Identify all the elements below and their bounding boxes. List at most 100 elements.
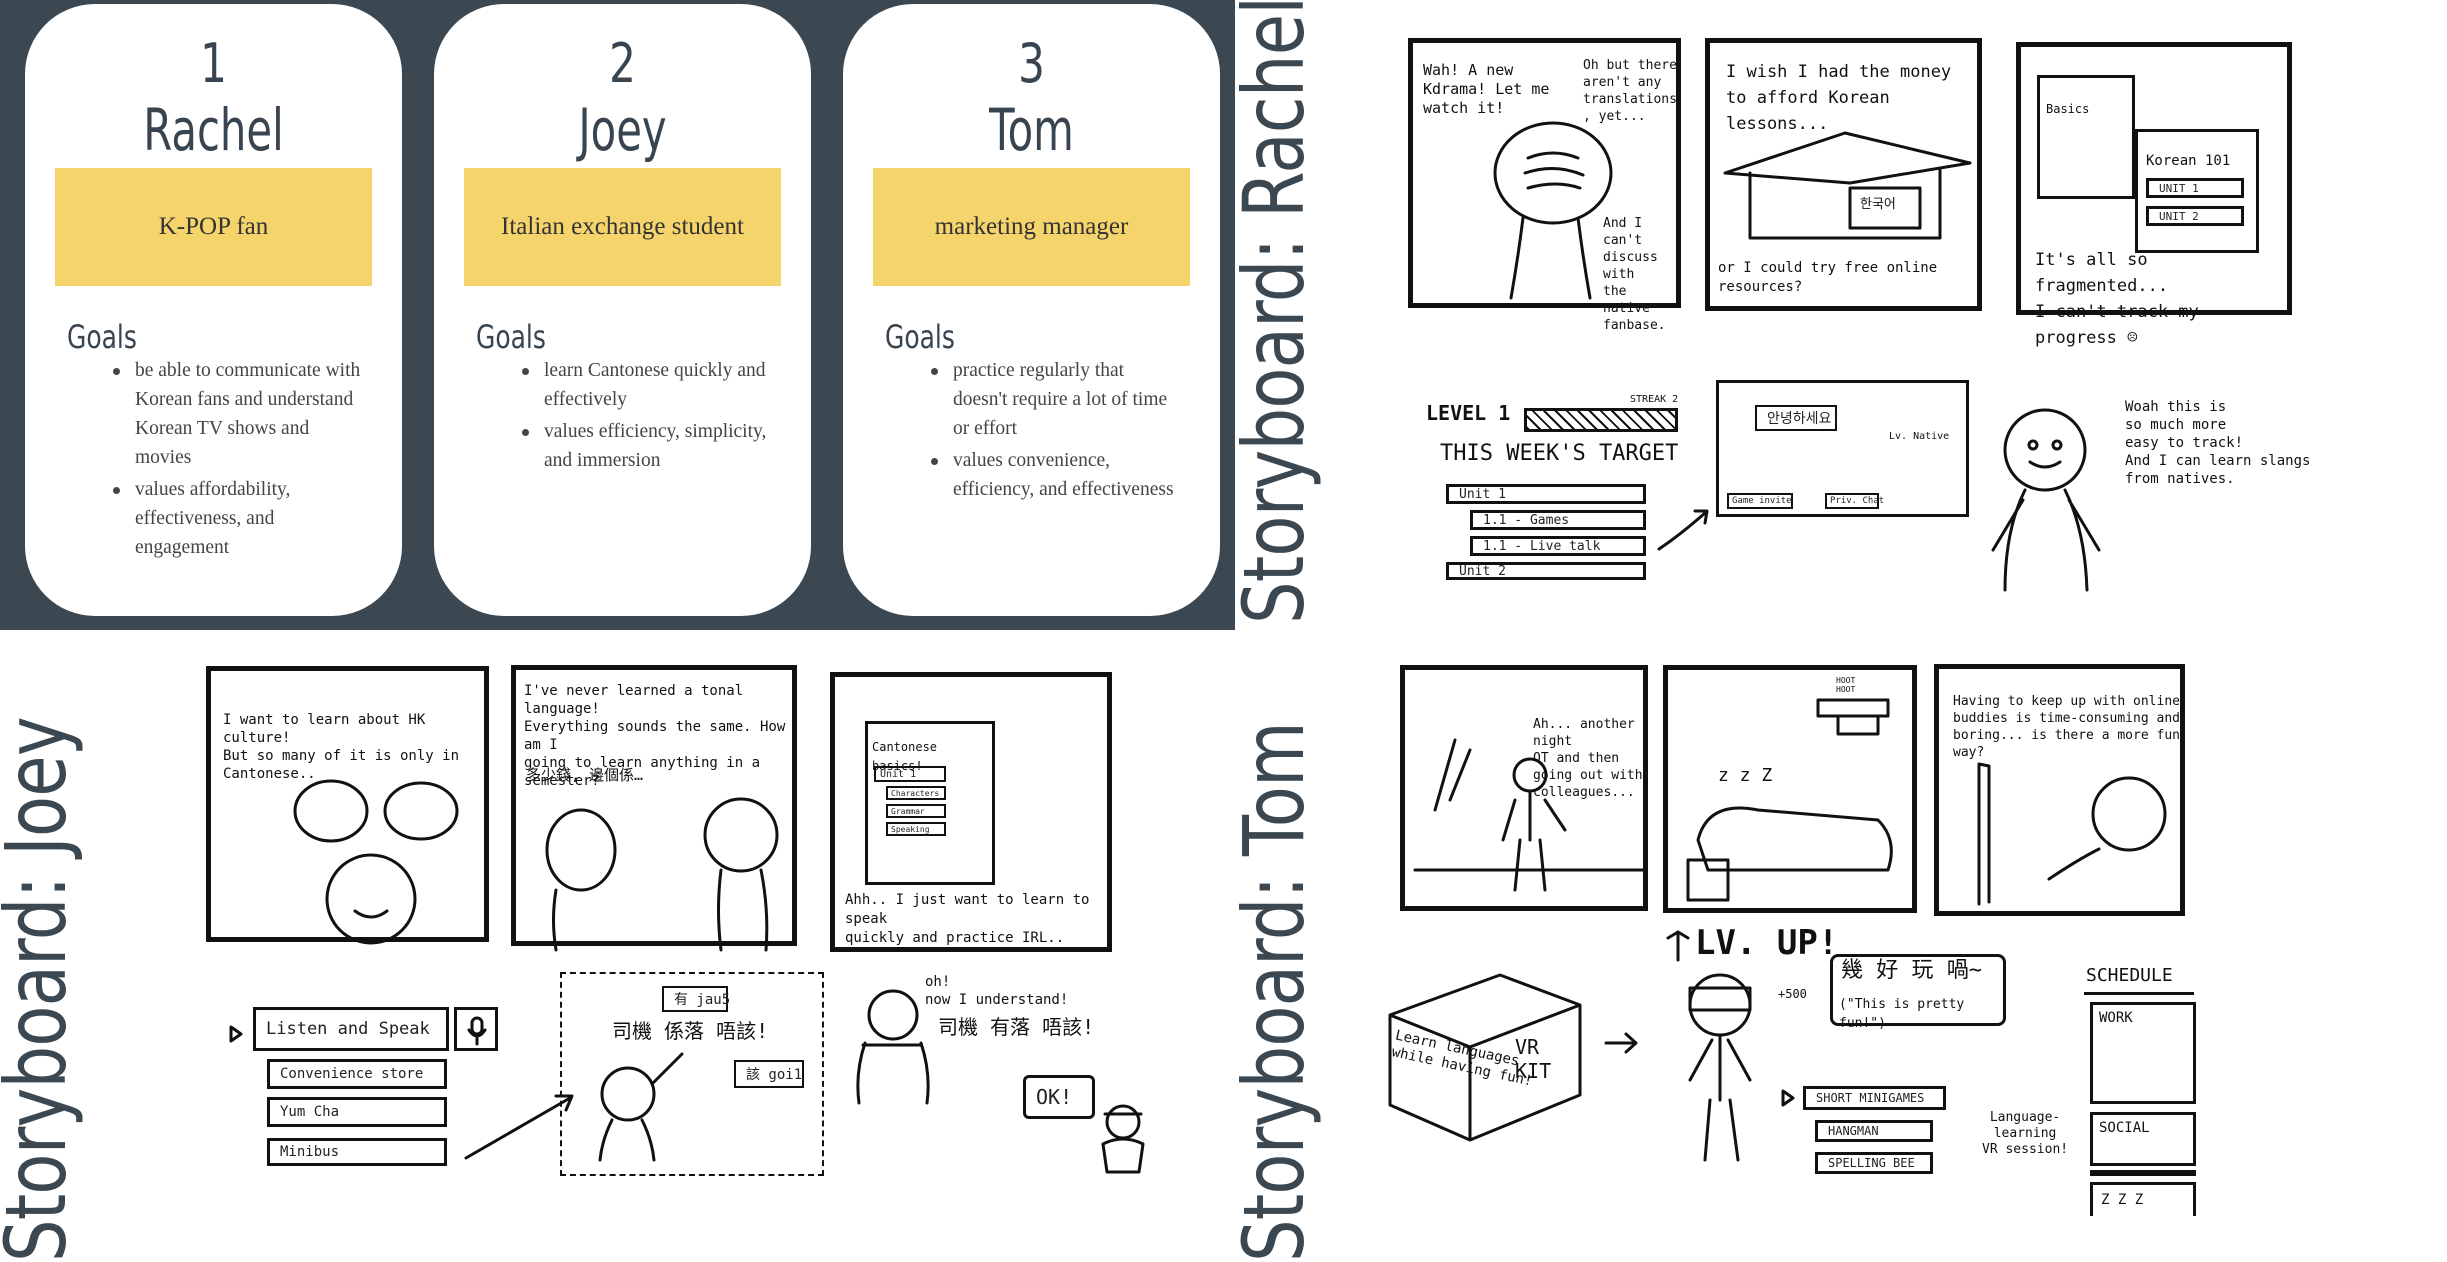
unit-row[interactable]: Unit 2: [1446, 562, 1646, 580]
minigame-item[interactable]: HANGMAN: [1815, 1120, 1933, 1142]
speech-text: Woah this is so much more easy to track!…: [2125, 399, 2311, 487]
tom-panel-1: Ah... another night OT and then going ou…: [1400, 665, 1648, 911]
persona-panel: 1 Rachel K-POP fan Goals be able to comm…: [0, 0, 1235, 630]
unit-button[interactable]: UNIT 2: [2146, 206, 2244, 226]
persona-name: Tom: [989, 96, 1074, 164]
persona-role-text: Italian exchange student: [501, 213, 744, 240]
speech-bubble: 該 goi1: [734, 1060, 804, 1088]
persona-name: Joey: [578, 96, 667, 164]
persona-role-text: marketing manager: [934, 213, 1129, 240]
alarm-text: HOOT HOOT: [1836, 676, 1856, 694]
minigame-item[interactable]: SPELLING BEE: [1815, 1152, 1933, 1174]
schedule-label: WORK: [2099, 1010, 2133, 1026]
menu-item[interactable]: Convenience store: [267, 1059, 447, 1089]
vr-kit-label: VR KIT: [1515, 1035, 1552, 1083]
storyboard-title-joey: Storyboard: Joey: [0, 717, 85, 1262]
course-label: Korean 101: [2146, 153, 2231, 169]
storyboard-title-tom: Storyboard: Tom: [1225, 722, 1323, 1262]
speech-text: oh! now I understand!: [925, 974, 1069, 1008]
speech-text: And I can't discuss with the native fanb…: [1603, 216, 1666, 333]
speech-text: Having to keep up with online buddies is…: [1953, 694, 2180, 760]
figure-sketch: [856, 989, 930, 1105]
speech-bubble: 有 jau5: [662, 986, 730, 1012]
chinese-text: 多少錢, 邊個係…: [526, 766, 644, 784]
speech-bubble: 幾 好 玩 喎~ ("This is pretty fun!"): [1830, 954, 2006, 1031]
live-talk-screen: 안녕하세요! Lv. Native Game invite Priv. Chat: [1716, 380, 1969, 517]
driver-sketch: [1101, 1104, 1145, 1174]
unit-row[interactable]: Unit 1: [1446, 484, 1646, 504]
unit-button[interactable]: Unit 1: [874, 766, 946, 782]
session-label: Language- learning VR session!: [1982, 1110, 2069, 1157]
menu-item[interactable]: Yum Cha: [267, 1097, 447, 1127]
divider: [2084, 992, 2194, 995]
desk-sketch: [1977, 762, 2167, 906]
basics-window: Basics: [2037, 75, 2135, 199]
sleep-text: z z Z: [1718, 765, 1773, 786]
streak-label: STREAK 2: [1630, 394, 1679, 405]
basics-label: Basics: [2046, 102, 2090, 116]
microphone-icon[interactable]: [454, 1007, 498, 1051]
chinese-line: 司機 有落 唔該!: [938, 1015, 1095, 1039]
lesson-button[interactable]: Speaking: [886, 822, 946, 836]
joey-panel-2: I've never learned a tonal language! Eve…: [511, 665, 797, 952]
speech-bubble: OK!: [1023, 1075, 1095, 1119]
figure-sketch: [1991, 408, 2101, 592]
lesson-row[interactable]: 1.1 - Live talk: [1470, 536, 1646, 556]
persona-role-text: K-POP fan: [158, 213, 269, 240]
persona-card-joey: 2 Joey Italian exchange student Goals le…: [434, 4, 811, 616]
rachel-panel-1: Wah! A new Kdrama! Let me watch it! Oh b…: [1408, 38, 1681, 333]
private-chat-button[interactable]: Priv. Chat: [1825, 493, 1884, 509]
persona-number: 1: [200, 32, 227, 95]
game-invite-button[interactable]: Game invite: [1727, 493, 1793, 509]
persona-role: marketing manager: [873, 168, 1190, 286]
schedule-block-social[interactable]: SOCIAL: [2090, 1112, 2196, 1166]
schedule-label: SOCIAL: [2099, 1120, 2150, 1136]
play-arrow-icon: [1781, 1089, 1795, 1107]
schedule-block-sleep[interactable]: Z Z Z: [2090, 1182, 2196, 1216]
tom-panel-2: HOOT HOOT z z Z: [1663, 665, 1917, 913]
native-label: Lv. Native: [1889, 431, 1950, 442]
speech-text: I wish I had the money to afford Korean …: [1726, 62, 1952, 134]
building-sketch: [1723, 131, 1972, 240]
goal-item: values efficiency, simplicity, and immer…: [474, 417, 774, 475]
goal-item: be able to communicate with Korean fans …: [65, 356, 365, 472]
lesson-button[interactable]: Characters: [886, 786, 946, 800]
schedule-block-work[interactable]: WORK: [2090, 1002, 2196, 1104]
persona-number: 2: [609, 32, 636, 95]
goals-heading: Goals: [67, 318, 137, 356]
vr-scene-frame: 有 jau5 司機 係落 唔該! 該 goi1: [560, 972, 824, 1176]
figure-sketch: [598, 1052, 684, 1162]
chinese-line: 幾 好 玩 喎~: [1841, 958, 1982, 983]
menu-item-listen-speak[interactable]: Listen and Speak: [253, 1007, 449, 1051]
schedule-title: SCHEDULE: [2086, 965, 2173, 986]
goals-list: practice regularly that doesn't require …: [883, 356, 1183, 507]
persona-card-rachel: 1 Rachel K-POP fan Goals be able to comm…: [25, 4, 402, 616]
persona-card-tom: 3 Tom marketing manager Goals practice r…: [843, 4, 1220, 616]
course-window: Cantonese basics! Unit 1 Characters Gram…: [865, 721, 995, 885]
points-text: +500: [1778, 987, 1807, 1001]
chinese-line: 司機 係落 唔該!: [612, 1019, 769, 1043]
translation-text: ("This is pretty fun!"): [1839, 997, 1965, 1031]
speech-text: Oh but there aren't any translations , y…: [1583, 58, 1677, 124]
goal-item: values convenience, efficiency, and effe…: [883, 446, 1183, 504]
persona-role: Italian exchange student: [464, 168, 781, 286]
speech-text: Wah! A new Kdrama! Let me watch it!: [1423, 61, 1550, 117]
speech-text: I've never learned a tonal language! Eve…: [524, 683, 786, 789]
schedule-label: Z Z Z: [2101, 1192, 2144, 1208]
bedroom-sketch: [1686, 698, 1893, 902]
vr-box-sketch: [1388, 973, 1582, 1142]
vr-player-sketch: [1666, 930, 1752, 1162]
menu-item[interactable]: Minibus: [267, 1138, 447, 1166]
unit-button[interactable]: UNIT 1: [2146, 178, 2244, 198]
minigame-item[interactable]: SHORT MINIGAMES: [1803, 1086, 1946, 1110]
goals-list: be able to communicate with Korean fans …: [65, 356, 365, 565]
lesson-button[interactable]: Grammar: [886, 804, 946, 818]
play-arrow-icon: [229, 1025, 243, 1043]
joey-panel-1: I want to learn about HK culture! But so…: [206, 666, 489, 945]
tom-panel-3: Having to keep up with online buddies is…: [1934, 664, 2185, 916]
schedule-block-vr[interactable]: [2090, 1170, 2196, 1176]
goals-heading: Goals: [885, 318, 955, 356]
lesson-row[interactable]: 1.1 - Games: [1470, 510, 1646, 530]
level-label: LEVEL 1: [1426, 401, 1511, 425]
speech-bubble: 안녕하세요!: [1755, 405, 1840, 431]
